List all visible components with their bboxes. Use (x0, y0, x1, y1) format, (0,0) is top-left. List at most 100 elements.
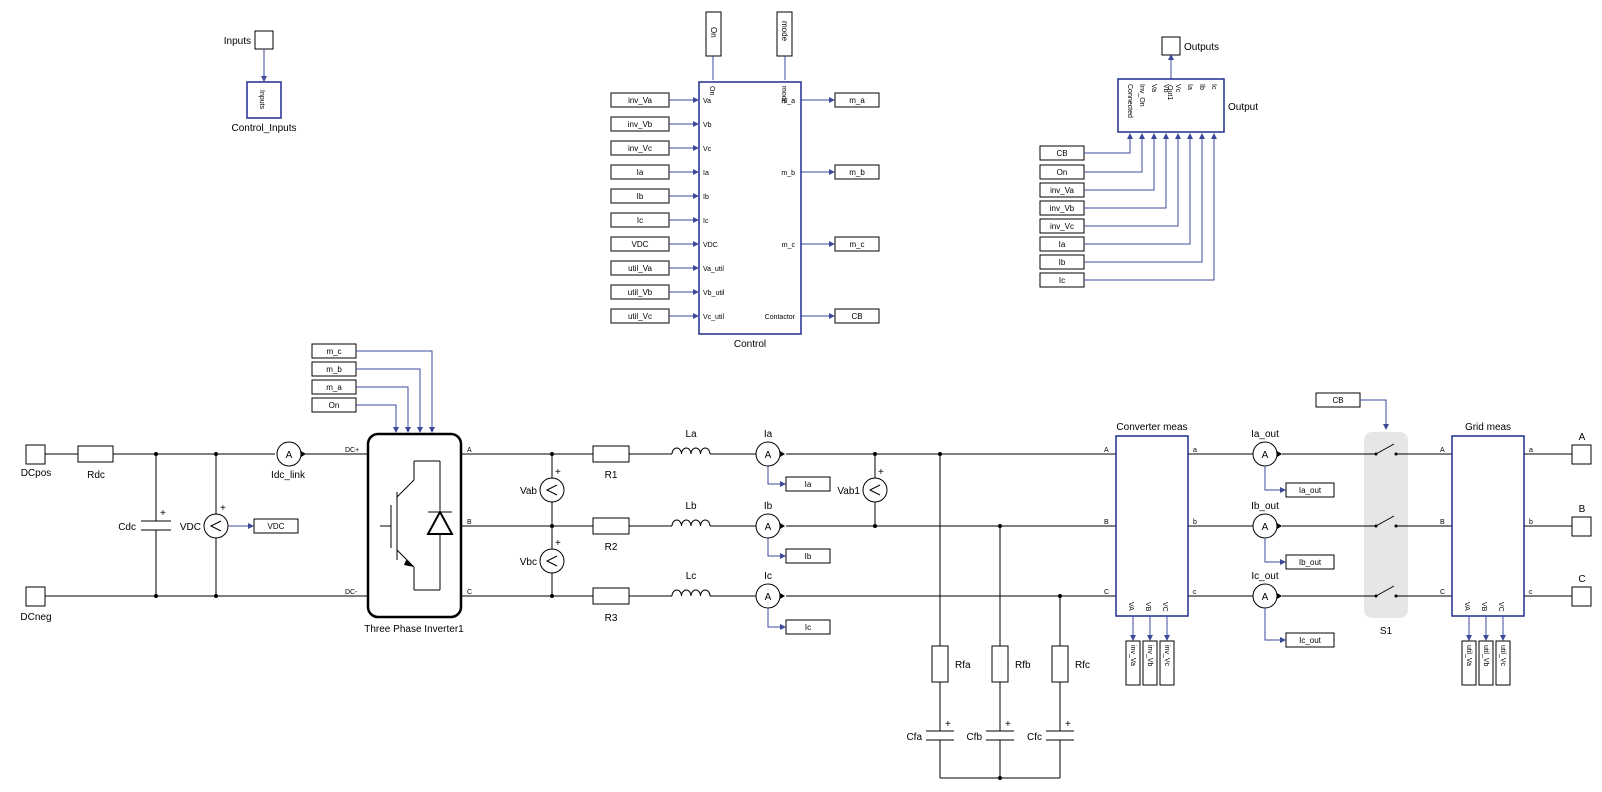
control-input-tag-label: inv_Vc (628, 144, 652, 153)
output-input-tag-label: Ic (1059, 276, 1065, 285)
inputs-block-port: Inputs (258, 90, 265, 110)
control-input-tag-label: Ic (637, 216, 643, 225)
arrow-icon (780, 593, 785, 599)
control-block[interactable] (698, 81, 802, 335)
inverter-dc-plus: DC+ (345, 447, 359, 454)
control-input-tag-label: util_Va (628, 264, 652, 273)
grid-meas-tag[interactable] (1478, 640, 1494, 686)
control-output-tag[interactable] (834, 164, 880, 180)
converter-meas-tag[interactable] (1125, 640, 1141, 686)
dcpos-port[interactable] (25, 444, 46, 465)
ib-out-tag[interactable] (1285, 554, 1335, 570)
output-block[interactable] (1117, 78, 1225, 133)
outputs-port[interactable] (1161, 36, 1181, 56)
arrow-icon (1280, 487, 1286, 493)
r3-label: R3 (605, 613, 618, 624)
inverter-group[interactable]: DC+ DC- A B C Three Phase Inverter1 (345, 432, 472, 635)
dc-side: DCpos DCneg Rdc + Cdc + VDC VDC (20, 441, 368, 623)
control-inputs-group[interactable]: Inputs Inputs Control_Inputs (224, 30, 297, 134)
dcneg-port[interactable] (25, 586, 46, 607)
control-output-tag[interactable] (834, 92, 880, 108)
grid-meas-tag-label: util_Va (1465, 645, 1472, 666)
inverter-pin-a: A (467, 447, 472, 454)
la-inductor[interactable] (671, 447, 711, 455)
vab1-label: Vab1 (837, 486, 860, 497)
output-group[interactable]: Outputs Out1 Output CBConnectedOnInv_Oni… (1039, 36, 1258, 288)
converter-meas-tag[interactable] (1142, 640, 1158, 686)
ic-out-tag[interactable] (1285, 632, 1335, 648)
port-b[interactable] (1571, 516, 1592, 537)
vbc-voltmeter[interactable] (539, 548, 565, 574)
output-port: Ib (1198, 84, 1205, 90)
r3-resistor[interactable] (592, 587, 630, 605)
control-input-tag-label: inv_Vb (628, 120, 653, 129)
converter-meas-block[interactable] (1115, 435, 1189, 617)
la-label: La (685, 429, 697, 440)
inverter-label: Three Phase Inverter1 (364, 624, 464, 635)
rfc-resistor[interactable] (1051, 645, 1069, 683)
inputs-block[interactable] (246, 81, 282, 119)
inverter-signal-tag-label: On (329, 401, 340, 410)
control-input-port: Ib (703, 194, 709, 201)
arrow-icon (693, 289, 699, 295)
port-a[interactable] (1571, 444, 1592, 465)
arrow-icon (261, 76, 267, 82)
pin-label: C (1440, 589, 1445, 596)
vdc-voltmeter[interactable] (203, 513, 229, 539)
control-input-tag-label: util_Vb (628, 288, 653, 297)
grid-meas-label: Grid meas (1465, 422, 1511, 433)
converter-meas-group[interactable]: Converter meas A B C a b c VA VB VC inv_… (1104, 422, 1197, 686)
vab1-voltmeter[interactable] (862, 477, 888, 503)
output-port-out1: Out1 (1166, 85, 1173, 100)
grid-meas-tag[interactable] (1461, 640, 1477, 686)
control-input-port: Vb_util (703, 290, 725, 297)
ia-out-tag[interactable] (1285, 482, 1335, 498)
lb-inductor[interactable] (671, 519, 711, 527)
pin-label: b (1529, 519, 1533, 526)
control-output-tag-label: CB (851, 312, 862, 321)
igbt-icon (380, 460, 454, 591)
vdc-tag[interactable] (253, 518, 299, 534)
converter-meas-tag[interactable] (1159, 640, 1175, 686)
control-input-port: Vc (703, 146, 712, 153)
grid-meas-tag-label: util_Vb (1482, 645, 1489, 667)
control-output-tag[interactable] (834, 308, 880, 324)
ic-tag[interactable] (785, 619, 831, 635)
rfb-resistor[interactable] (991, 645, 1009, 683)
signal-wire (356, 350, 433, 428)
ia-tag[interactable] (785, 476, 831, 492)
arrow-icon (405, 427, 411, 433)
rfa-resistor[interactable] (931, 645, 949, 683)
plus-sign: + (160, 508, 166, 519)
port-c[interactable] (1571, 586, 1592, 607)
mode-top-tag-label: mode (780, 21, 789, 42)
switch-icon (1364, 585, 1408, 598)
output-label: Output (1228, 102, 1258, 113)
rdc-resistor[interactable] (77, 445, 114, 463)
arrow-icon (1187, 133, 1193, 139)
s1-switch-group[interactable]: CB S1 (1315, 392, 1408, 637)
r1-resistor[interactable] (592, 445, 630, 463)
r2-resistor[interactable] (592, 517, 630, 535)
control-output-tag[interactable] (834, 236, 880, 252)
inputs-port-label: Inputs (224, 36, 251, 47)
ib-tag[interactable] (785, 548, 831, 564)
outputs-port-label: Outputs (1184, 42, 1219, 53)
arrow-icon (1151, 133, 1157, 139)
arrow-icon (693, 97, 699, 103)
grid-meas-tag[interactable] (1495, 640, 1511, 686)
signal-wire (1084, 136, 1203, 263)
inverter-dc-minus: DC- (345, 589, 358, 596)
inputs-port[interactable] (254, 30, 274, 50)
signal-wire (1360, 399, 1387, 428)
output-input-tag-label: CB (1056, 149, 1067, 158)
vab-voltmeter[interactable] (539, 477, 565, 503)
lc-inductor[interactable] (671, 589, 711, 597)
s1-switch-block[interactable] (1364, 432, 1408, 618)
grid-meas-block[interactable] (1451, 435, 1525, 617)
rfa-label: Rfa (955, 660, 971, 671)
arrow-icon (780, 481, 786, 487)
